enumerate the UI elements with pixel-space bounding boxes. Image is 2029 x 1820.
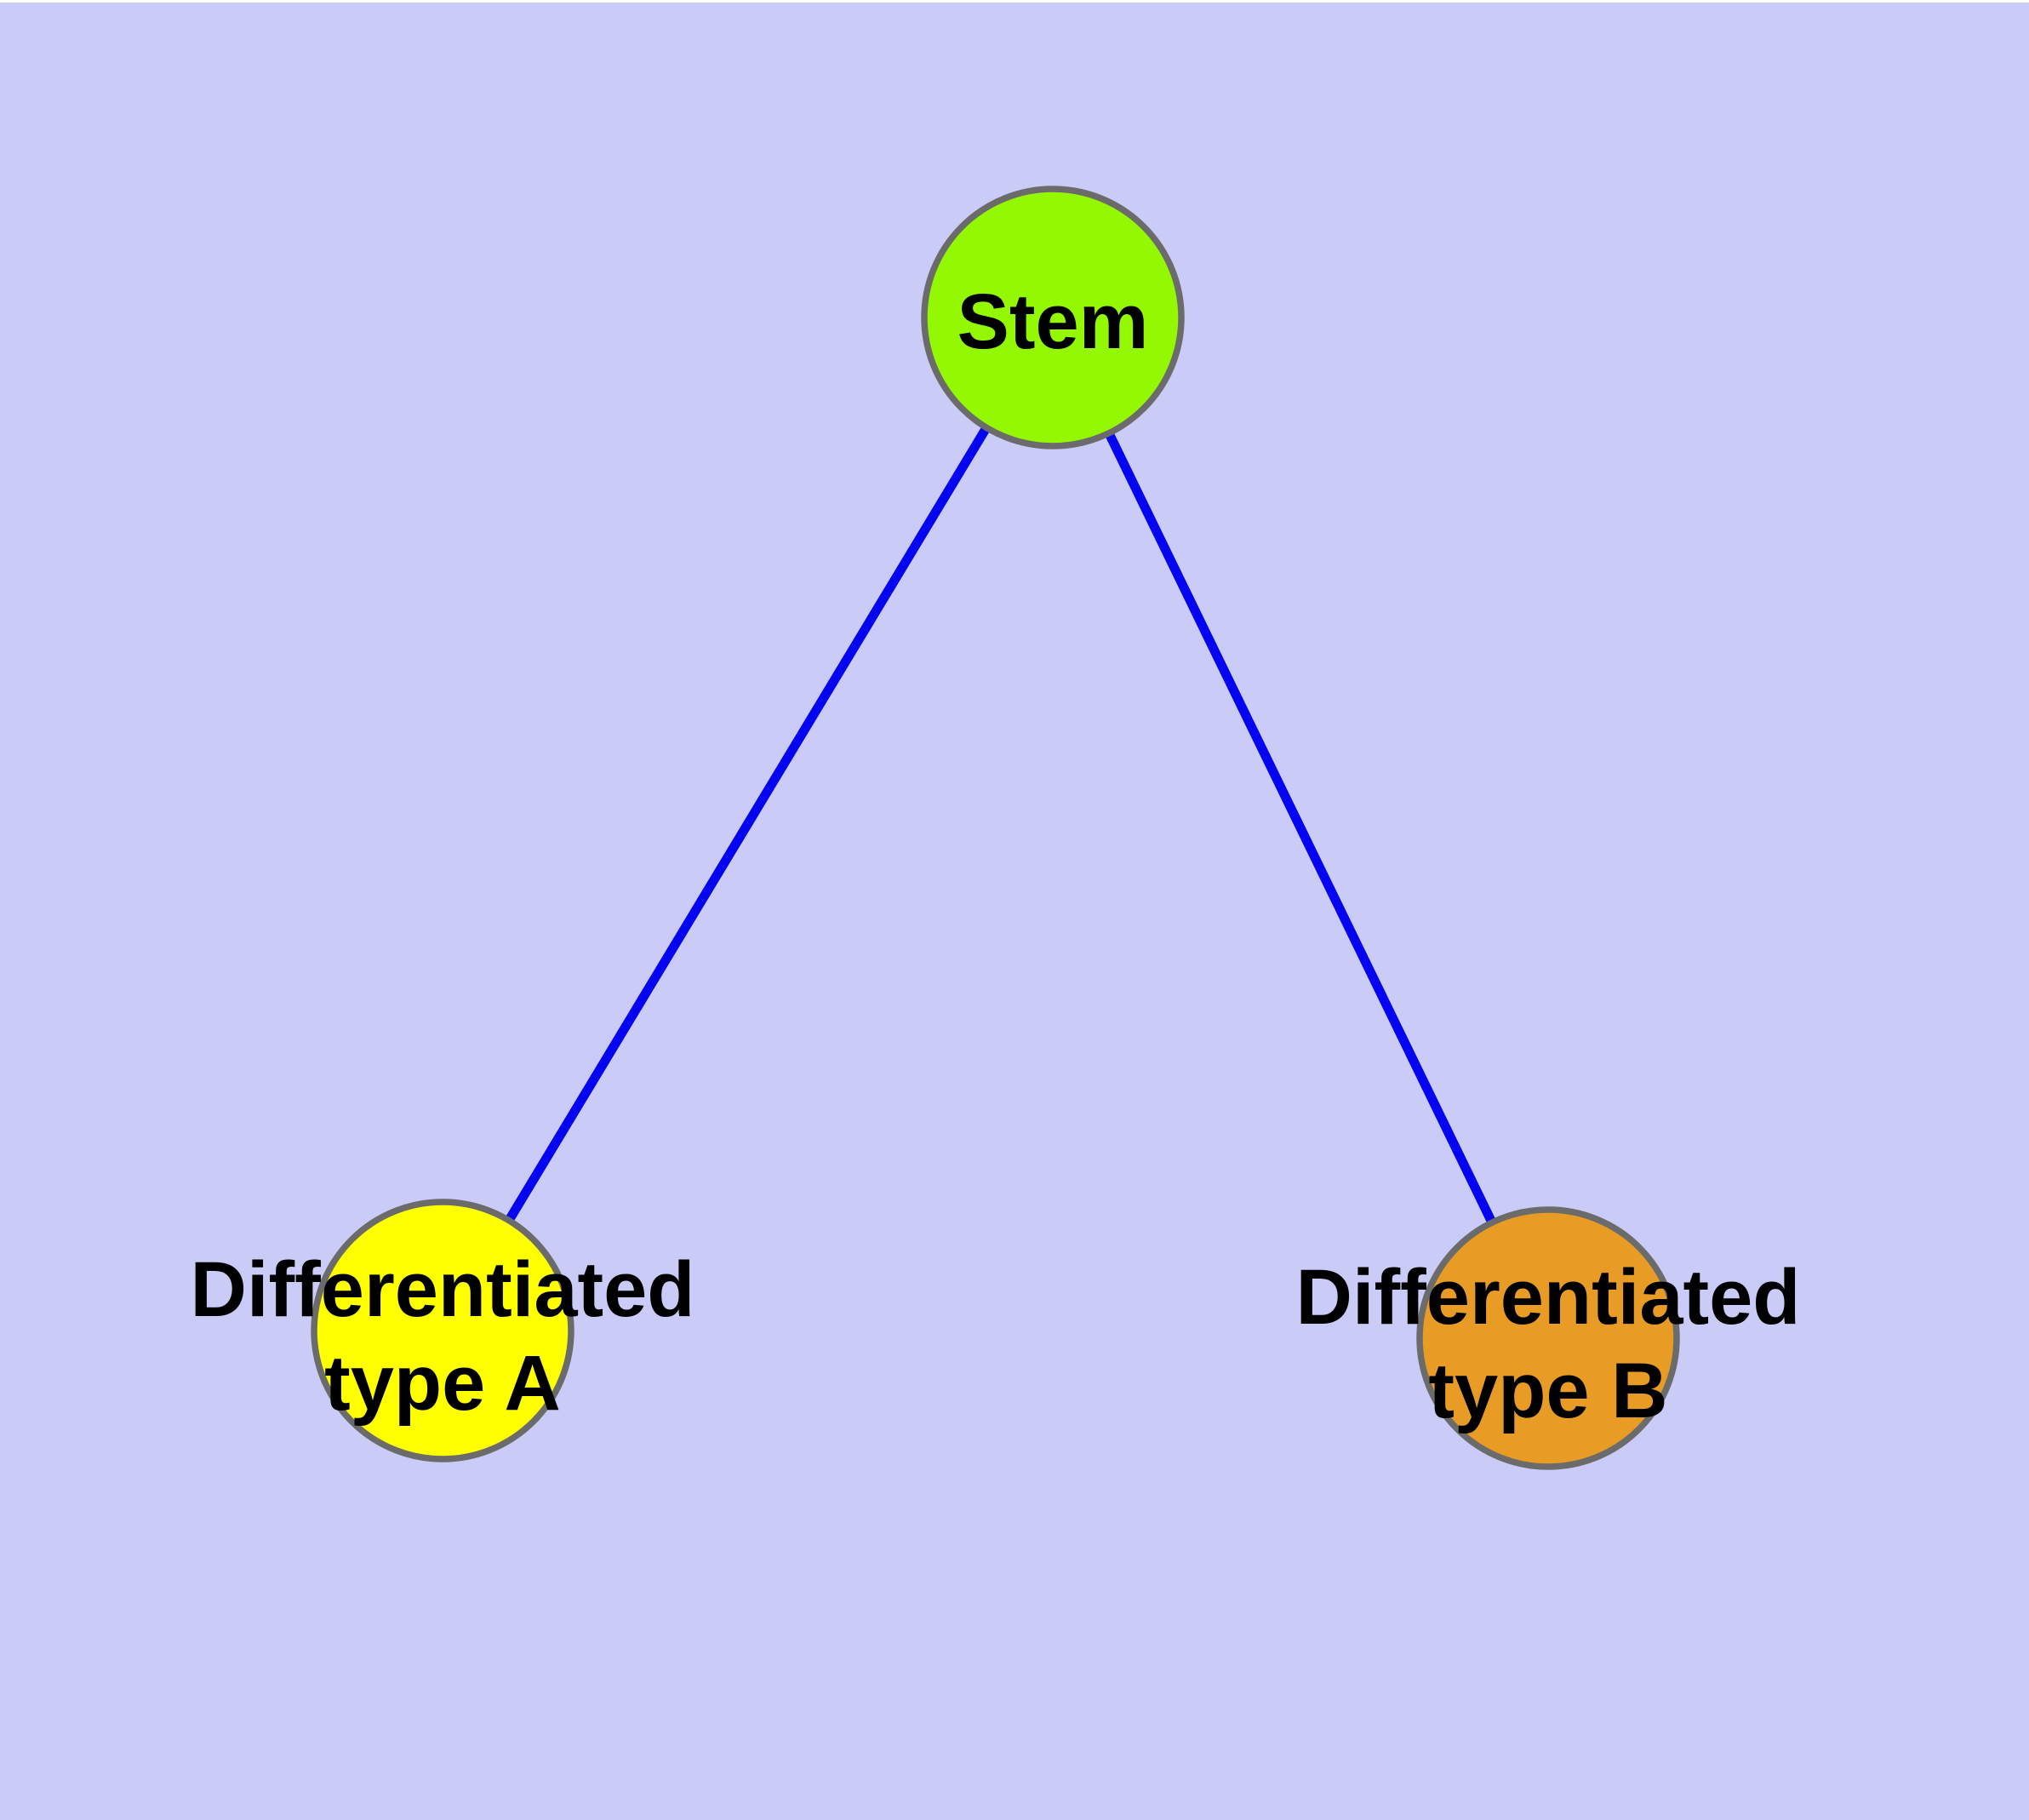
top-white-strip [0, 0, 2029, 3]
node-type-a-label-line-1: Differentiated [191, 1246, 695, 1333]
edge-stem-to-type-b [1049, 315, 1552, 1341]
edge-stem-to-type-a [438, 315, 1057, 1333]
node-type-a-circle [311, 1199, 574, 1462]
node-stem-label: Stem [957, 278, 1149, 365]
node-type-a-label-line-2: type A [324, 1340, 561, 1427]
node-type-b-label-line-1: Differentiated [1296, 1254, 1801, 1341]
node-stem-circle [921, 186, 1185, 449]
node-type-b-circle [1416, 1206, 1680, 1470]
node-type-b-label-line-2: type B [1428, 1348, 1667, 1434]
